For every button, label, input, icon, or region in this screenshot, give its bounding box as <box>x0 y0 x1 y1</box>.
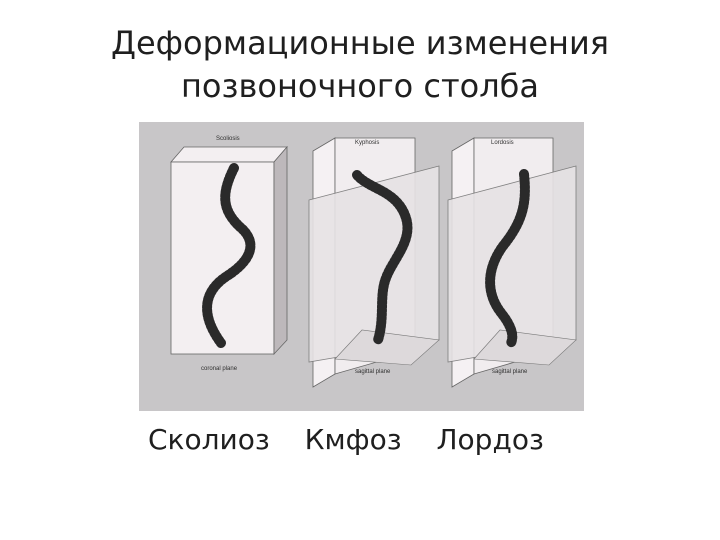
caption-row: Сколиоз Кмфоз Лордоз <box>148 420 570 460</box>
title-line-1: Деформационные изменения <box>110 24 610 62</box>
lordosis-sagittal-label: sagittal plane <box>492 369 528 375</box>
kyphosis-panel: Kyphosis sagittal plane <box>308 137 440 388</box>
slide-title: Деформационные изменения позвоночного ст… <box>0 22 720 108</box>
scoliosis-panel-label: Scoliosis <box>216 136 240 142</box>
kyphosis-spine <box>352 170 413 345</box>
scoliosis-spine <box>202 163 256 348</box>
spine-deformities-illustration: Scoliosis coronal plane Kyphosis sagitta… <box>139 122 584 411</box>
lordosis-floor-plane <box>473 329 577 366</box>
spine-deformities-figure: Scoliosis coronal plane Kyphosis sagitta… <box>139 122 584 411</box>
scoliosis-panel: Scoliosis coronal plane <box>170 136 288 372</box>
lordosis-panel-label: Lordosis <box>491 140 514 146</box>
lordosis-spine <box>485 169 530 348</box>
caption-lordosis: Лордоз <box>436 423 544 456</box>
caption-kyphosis: Кмфоз <box>304 423 402 456</box>
kyphosis-panel-label: Kyphosis <box>355 140 379 146</box>
coronal-plane-label: coronal plane <box>201 366 238 372</box>
kyphosis-floor-plane <box>334 329 440 366</box>
kyphosis-sagittal-label: sagittal plane <box>355 369 391 375</box>
coronal-plane-side-edge <box>273 145 288 356</box>
title-line-2: позвоночного столба <box>180 67 540 105</box>
coronal-plane-top-edge <box>170 146 288 163</box>
lordosis-panel: Lordosis sagittal plane <box>447 137 577 388</box>
caption-scoliosis: Сколиоз <box>148 423 270 456</box>
